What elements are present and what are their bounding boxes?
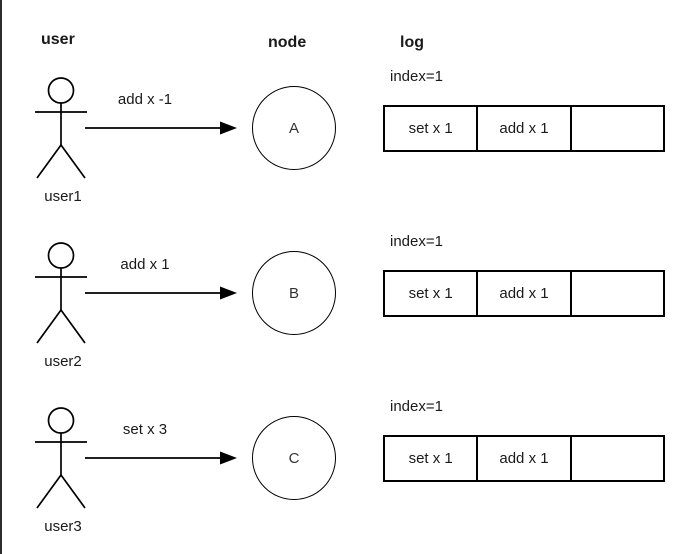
log-index-label: index=1 bbox=[390, 68, 443, 85]
log-cell: set x 1 bbox=[408, 285, 453, 302]
node-label: C bbox=[288, 449, 300, 467]
user-name-label: user3 bbox=[44, 518, 82, 535]
person-icon bbox=[28, 405, 94, 517]
log-table: set x 1 add x 1 bbox=[383, 105, 665, 152]
user-name-label: user2 bbox=[44, 353, 82, 370]
person-icon bbox=[28, 240, 94, 352]
column-header-user: user bbox=[41, 31, 75, 48]
log-cell-empty bbox=[569, 437, 663, 480]
message-label: set x 3 bbox=[122, 421, 168, 438]
log-cell: add x 1 bbox=[476, 272, 569, 315]
diagram-row-user1: user1 add x -1 A index=1 set x 1 add x 1 bbox=[0, 60, 691, 225]
arrow-right-icon bbox=[84, 448, 240, 468]
log-index-label: index=1 bbox=[390, 398, 443, 415]
person-icon bbox=[28, 75, 94, 187]
message-label: add x 1 bbox=[120, 256, 170, 273]
log-cell: set x 1 bbox=[408, 120, 453, 137]
column-header-log: log bbox=[400, 34, 424, 51]
node-label: A bbox=[288, 119, 299, 137]
arrow-right-icon bbox=[84, 283, 240, 303]
log-cell: add x 1 bbox=[476, 107, 569, 150]
diagram-row-user2: user2 add x 1 B index=1 set x 1 add x 1 bbox=[0, 225, 691, 390]
node-label: B bbox=[288, 284, 299, 302]
frame-left-border bbox=[0, 0, 2, 554]
node-circle: A bbox=[252, 86, 336, 170]
user-name-label: user1 bbox=[44, 188, 82, 205]
message-label: add x -1 bbox=[117, 91, 173, 108]
log-index-label: index=1 bbox=[390, 233, 443, 250]
log-cell: add x 1 bbox=[476, 437, 569, 480]
log-cell: set x 1 bbox=[408, 450, 453, 467]
diagram-row-user3: user3 set x 3 C index=1 set x 1 add x 1 bbox=[0, 390, 691, 554]
column-header-node: node bbox=[268, 34, 307, 51]
log-cell-empty bbox=[569, 107, 663, 150]
log-table: set x 1 add x 1 bbox=[383, 270, 665, 317]
node-circle: C bbox=[252, 416, 336, 500]
arrow-right-icon bbox=[84, 118, 240, 138]
node-circle: B bbox=[252, 251, 336, 335]
log-cell-empty bbox=[569, 272, 663, 315]
log-table: set x 1 add x 1 bbox=[383, 435, 665, 482]
